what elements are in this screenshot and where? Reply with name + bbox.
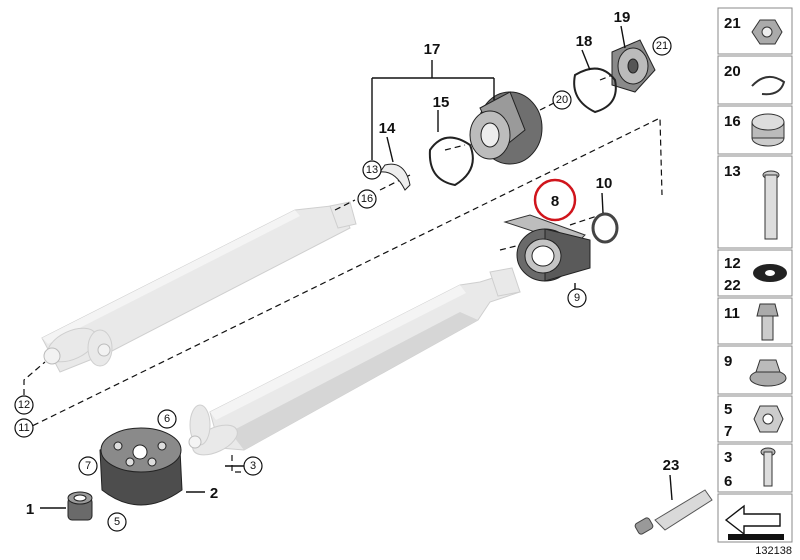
washer-icon — [753, 264, 787, 282]
callout-12: 12 — [14, 395, 34, 415]
legend-item-3-6: 3 6 — [717, 443, 793, 493]
label-part-15: 15 — [433, 94, 450, 111]
legend-item-12-22: 12 22 — [717, 249, 793, 297]
svg-text:12: 12 — [18, 399, 30, 411]
svg-text:5: 5 — [724, 401, 732, 418]
highlight-ring — [533, 178, 577, 222]
label-part-2: 2 — [210, 485, 218, 502]
svg-text:6: 6 — [724, 473, 732, 490]
svg-text:22: 22 — [724, 277, 741, 294]
circlip-icon — [751, 75, 786, 96]
svg-text:11: 11 — [18, 422, 29, 434]
screw-icon — [760, 447, 776, 487]
hex-bolt-icon — [756, 303, 779, 341]
nut-icon — [751, 19, 783, 45]
label-part-1: 1 — [26, 501, 34, 518]
diagram-reference-number: 132138 — [755, 545, 792, 557]
clamp-ring-icon — [751, 113, 785, 147]
svg-text:6: 6 — [164, 413, 170, 425]
svg-text:20: 20 — [556, 94, 568, 106]
label-part-14: 14 — [379, 120, 396, 137]
svg-text:7: 7 — [85, 460, 91, 472]
label-part-18: 18 — [576, 33, 593, 50]
legend-item-5-7: 5 7 — [717, 395, 793, 443]
flex-disc — [99, 427, 183, 506]
legend-item-13: 13 — [717, 155, 793, 249]
coupling-assembly — [469, 91, 543, 165]
svg-text:7: 7 — [724, 423, 732, 440]
lock-nut-icon — [753, 405, 784, 433]
center-bearing — [503, 214, 591, 282]
legend-item-16: 16 — [717, 105, 793, 155]
circlip-15 — [428, 136, 474, 187]
svg-text:5: 5 — [114, 516, 120, 528]
label-part-19: 19 — [614, 9, 631, 26]
svg-text:13: 13 — [366, 164, 378, 176]
svg-text:21: 21 — [724, 15, 741, 32]
label-part-17: 17 — [424, 41, 441, 58]
ring-14 — [378, 163, 411, 191]
svg-text:11: 11 — [724, 305, 740, 322]
svg-text:12: 12 — [724, 255, 741, 272]
front-drive-shaft — [41, 201, 357, 373]
legend-item-21: 21 — [717, 7, 793, 55]
callout-6: 6 — [157, 409, 177, 429]
svg-text:16: 16 — [724, 113, 741, 130]
arrow-icon — [724, 504, 781, 536]
rear-drive-shaft — [188, 267, 521, 456]
bolt-icon — [762, 170, 780, 240]
callout-3: 3 — [243, 456, 263, 476]
legend-arrow-box — [717, 493, 793, 543]
svg-text:20: 20 — [724, 63, 741, 80]
callout-16: 16 — [357, 189, 377, 209]
flange-nut-icon — [749, 359, 787, 387]
plate-19 — [611, 39, 656, 93]
centering-sleeve — [67, 491, 93, 521]
label-part-10: 10 — [596, 175, 613, 192]
callout-20: 20 — [552, 90, 572, 110]
svg-text:3: 3 — [724, 449, 732, 466]
svg-text:16: 16 — [361, 193, 373, 205]
label-part-23: 23 — [663, 457, 680, 474]
legend-item-20: 20 — [717, 55, 793, 105]
label-part-8: 8 — [551, 193, 559, 210]
legend-item-9: 9 — [717, 345, 793, 395]
grease-tube — [634, 489, 713, 535]
svg-text:13: 13 — [724, 163, 741, 180]
legend-item-11: 11 — [717, 297, 793, 345]
callout-9: 9 — [567, 288, 587, 308]
circlip-18 — [573, 67, 617, 114]
svg-text:21: 21 — [656, 40, 668, 52]
ring-10 — [591, 212, 619, 244]
callout-11: 11 — [14, 418, 34, 438]
callout-5: 5 — [107, 512, 127, 532]
callout-7: 7 — [78, 456, 98, 476]
callout-13: 13 — [362, 160, 382, 180]
parts-legend: 21 20 16 13 — [717, 7, 793, 543]
leader-lines — [40, 25, 673, 509]
svg-text:9: 9 — [724, 353, 732, 370]
svg-text:3: 3 — [250, 460, 256, 472]
callout-21: 21 — [652, 36, 672, 56]
svg-text:9: 9 — [574, 292, 580, 304]
